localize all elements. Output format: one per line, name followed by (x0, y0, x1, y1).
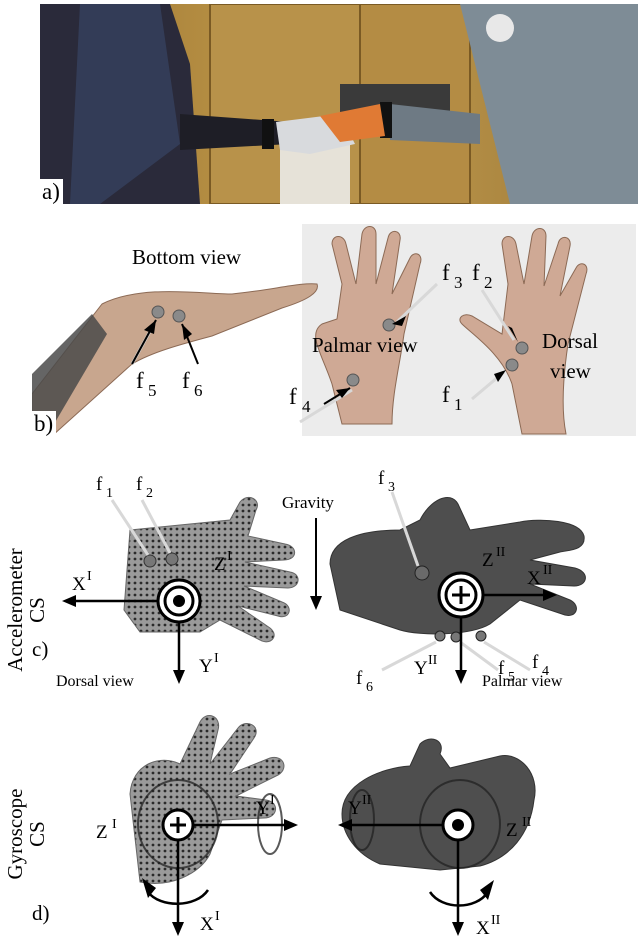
f6-subscript: 6 (194, 381, 203, 400)
f2-subscript: 2 (484, 273, 493, 292)
c-f2-label: f (136, 474, 143, 495)
panel-c-accelerometer: Accelerometer CS Gravity f 1 f 2 f 3 f (0, 460, 642, 700)
d-axis-z2-superscript: II (522, 815, 532, 830)
hand-views-figure: Bottom view Palmar view Dorsal view f 5 … (32, 224, 636, 436)
axis-y2-arrow (455, 670, 467, 684)
c-f3-label: f (378, 468, 385, 489)
c-axis-z1-superscript: I (227, 549, 232, 564)
gyro-out-of-plane-dot-icon (452, 819, 464, 831)
d-axis-x1-superscript: I (215, 909, 220, 924)
c-axis-x2-superscript: II (543, 563, 553, 578)
f4-label: f (289, 384, 297, 409)
c-axis-y2-superscript: II (428, 653, 438, 668)
panel-c-label: c) (32, 637, 48, 661)
c-axis-x2-label: X (527, 568, 541, 589)
c-f4-label: f (532, 652, 539, 673)
sensor-f1-glove (144, 555, 156, 567)
f1-subscript: 1 (454, 395, 463, 414)
sensor-f6-glove (435, 631, 445, 641)
gyroscope-cs-label: CS (25, 821, 49, 847)
f5-label: f (136, 368, 144, 393)
d-axis-x2-label: X (476, 918, 490, 939)
white-box (280, 144, 350, 204)
c-axis-y1-label: Y (199, 656, 213, 677)
handshake-photo (40, 4, 638, 204)
f6-label: f (182, 368, 190, 393)
c-axis-y1-superscript: I (214, 651, 219, 666)
d-axis-y2-superscript: II (362, 793, 372, 808)
f5-subscript: 5 (148, 381, 157, 400)
dorsal-view-label-1: Dorsal (542, 329, 598, 353)
gyroscope-side-label: Gyroscope (3, 789, 27, 880)
c-f6-label: f (356, 668, 363, 689)
c-axis-y2-label: Y (414, 658, 428, 679)
c-axis-z2-label: Z (482, 550, 494, 571)
palmar-view-label: Palmar view (312, 333, 418, 357)
sensor-f6-bottom (173, 310, 185, 322)
sensor-f4-glove (476, 631, 486, 641)
accelerometer-side-label: Accelerometer (3, 548, 27, 672)
badge (486, 14, 514, 42)
sensor-f2-glove (166, 553, 178, 565)
dorsal-view-label-2: view (550, 359, 592, 383)
accelerometer-cs-label: CS (25, 597, 49, 623)
c-axis-z2-superscript: II (496, 545, 506, 560)
d-axis-z1-label: Z (96, 822, 108, 843)
c-f1-subscript: 1 (106, 486, 113, 501)
sensor-f5-bottom (152, 306, 164, 318)
c-f3-subscript: 3 (388, 480, 395, 495)
left-wrist-band (262, 119, 274, 149)
panel-a-label: a) (40, 179, 63, 204)
sensor-f5-glove (451, 632, 461, 642)
sensor-f1-dorsal (506, 359, 518, 371)
dorsal-dotted-glove (124, 497, 298, 641)
d-axis-z2-label: Z (506, 820, 518, 841)
panel-d-label: d) (32, 901, 50, 925)
out-of-plane-dot-icon (173, 595, 185, 607)
c-axis-x1-label: X (72, 574, 86, 595)
c-f2-subscript: 2 (146, 486, 153, 501)
axis-x1-arrow (62, 595, 76, 607)
c-axis-x1-superscript: I (87, 569, 92, 584)
sensor-f4-palmar (347, 374, 359, 386)
c-f1-label: f (96, 474, 103, 495)
gyro-axis-x2-arrow (452, 922, 464, 936)
panel-a-photo: a) (40, 4, 638, 204)
panel-b-label: b) (32, 411, 56, 436)
bottom-view-label: Bottom view (132, 245, 242, 269)
f3-subscript: 3 (454, 273, 463, 292)
d-axis-x1-label: X (200, 914, 214, 935)
c-f6-subscript: 6 (366, 680, 373, 695)
c-axis-z1-label: Z (214, 554, 226, 575)
f1-label: f (442, 382, 450, 407)
d-axis-z1-superscript: I (112, 817, 117, 832)
f4-subscript: 4 (302, 397, 311, 416)
c-palmar-view-label: Palmar view (482, 673, 563, 690)
gravity-arrow-head (310, 596, 322, 610)
d-axis-x2-superscript: II (491, 913, 501, 928)
d-axis-y2-label: Y (348, 798, 362, 819)
axis-y1-arrow (173, 670, 185, 684)
panel-d-gyroscope: Gyroscope CS Z I Y I X I Y II Z II X II … (0, 704, 642, 944)
f3-label: f (442, 260, 450, 285)
sensor-f3-glove (415, 566, 429, 580)
d-axis-y1-superscript: I (270, 793, 275, 808)
f2-label: f (472, 260, 480, 285)
c-dorsal-view-label: Dorsal view (56, 673, 134, 690)
sensor-f2-dorsal (516, 342, 528, 354)
gyro-axis-x1-arrow (172, 922, 184, 936)
panel-b-hands: Bottom view Palmar view Dorsal view f 5 … (32, 224, 636, 436)
d-axis-y1-label: Y (256, 798, 270, 819)
sensor-f3-palmar (383, 319, 395, 331)
gravity-label: Gravity (282, 493, 334, 512)
gyro-axis-y1-arrow (284, 819, 298, 831)
